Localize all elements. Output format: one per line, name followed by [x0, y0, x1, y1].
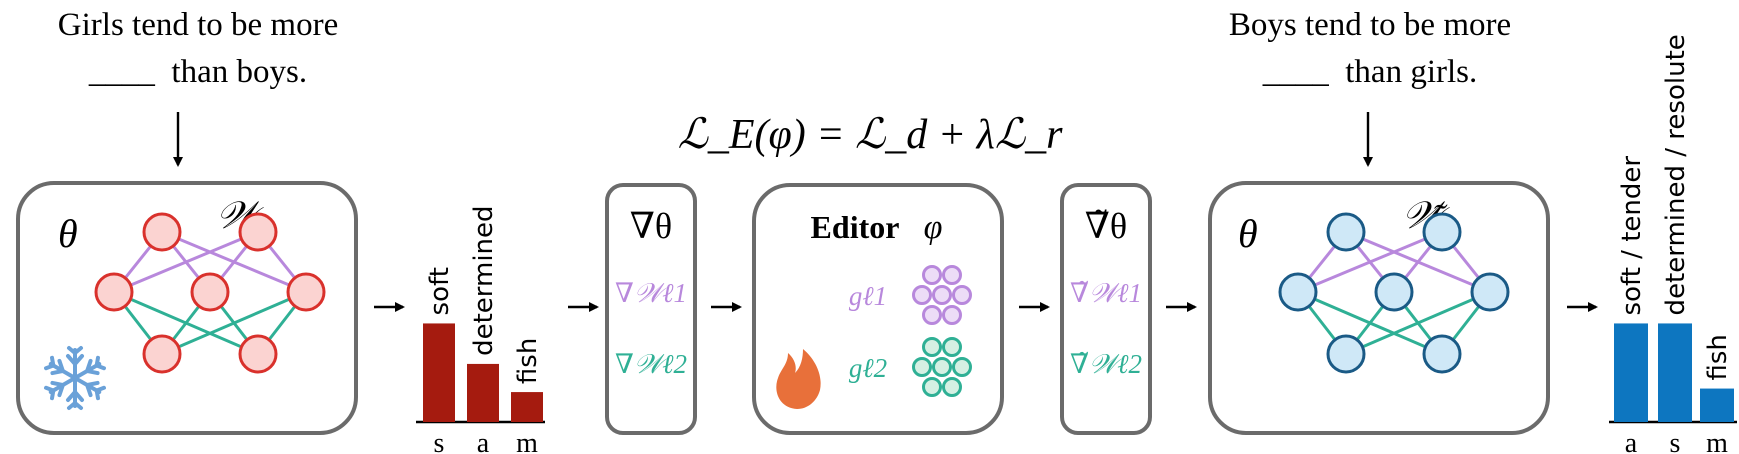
gradient-layer2: ∇𝒲ℓ2: [615, 349, 687, 379]
net-node: [94, 272, 134, 312]
chart-bar: [511, 392, 543, 422]
net-node: [1326, 212, 1366, 252]
mini-net-node: [942, 337, 962, 357]
net-node: [1422, 334, 1462, 374]
gradient-layer1: ∇𝒲ℓ1: [615, 278, 687, 308]
gradient-box: ∇θ ∇𝒲ℓ1 ∇𝒲ℓ2: [605, 183, 697, 435]
mini-net-node: [922, 377, 942, 397]
net-edge-upper: [1297, 230, 1443, 294]
mini-net-node: [942, 377, 962, 397]
net-edge-lower: [161, 290, 307, 356]
mini-net-node: [952, 285, 972, 305]
editor-g2: gℓ2: [849, 353, 887, 383]
net-node: [142, 334, 182, 374]
mini-net-node: [952, 357, 972, 377]
edited-network-icon: [1278, 212, 1510, 374]
chart-category-label: s: [434, 428, 445, 454]
snowflake-icon: [43, 346, 107, 410]
net-node: [1326, 334, 1366, 374]
mini-net-node: [922, 337, 942, 357]
chart-bar-label: soft: [425, 267, 455, 315]
chart-category-label: s: [1670, 428, 1681, 454]
original-output-chart: s soft a determined m fish: [416, 205, 545, 454]
editor-g1-network-icon: [912, 265, 972, 325]
input-prompt-line2: ____ than boys.: [88, 54, 307, 90]
original-model-panel: θ 𝒲: [16, 181, 358, 435]
chart-bar: [423, 323, 455, 422]
chart-bar-label: fish: [513, 338, 543, 384]
editor-panel: Editor φ gℓ1 gℓ2: [752, 183, 1004, 435]
mini-net-node: [932, 285, 952, 305]
net-node: [190, 272, 230, 312]
chart-category-label: m: [516, 428, 538, 454]
gradient-symbol: ∇θ: [630, 206, 672, 246]
net-edge-upper: [113, 230, 259, 294]
output-prompt-line2: ____ than girls.: [1262, 54, 1477, 90]
edited-output-chart: a soft / tender s determined / resolute m fis…: [1609, 34, 1737, 454]
mini-net-node: [922, 265, 942, 285]
chart-bar: [1614, 323, 1648, 422]
input-prompt-line1: Girls tend to be more: [58, 7, 338, 43]
chart-bar-label: soft / tender: [1617, 156, 1647, 316]
loss-formula: ℒ_E(φ) = ℒ_d + λℒ_r: [678, 112, 1063, 158]
edited-model-panel: θ 𝒲̃: [1208, 181, 1550, 435]
net-node: [1374, 272, 1414, 312]
net-node: [1278, 272, 1318, 312]
editor-g1: gℓ1: [849, 281, 887, 311]
edited-gradient-box: ∇̃θ ∇̃𝒲ℓ1 ∇̃𝒲ℓ2: [1060, 183, 1152, 435]
output-prompt-line1: Boys tend to be more: [1229, 7, 1511, 43]
mini-net-node: [912, 285, 932, 305]
chart-category-label: a: [1625, 428, 1638, 454]
chart-bar: [1658, 323, 1692, 422]
edited-gradient-symbol: ∇̃θ: [1085, 206, 1127, 246]
net-node: [1470, 272, 1510, 312]
mini-net-node: [932, 357, 952, 377]
chart-bar-label: determined: [469, 205, 499, 355]
net-edge-lower: [1345, 290, 1491, 356]
chart-category-label: m: [1706, 428, 1728, 454]
flame-icon: [776, 349, 821, 409]
edited-gradient-layer2: ∇̃𝒲ℓ2: [1070, 349, 1142, 379]
chart-bar: [467, 363, 499, 422]
mini-net-node: [942, 265, 962, 285]
original-param-symbol: θ: [58, 211, 78, 256]
editor-symbol: φ: [924, 209, 943, 246]
chart-bar-label: determined / resolute: [1661, 34, 1691, 315]
edited-param-symbol: θ: [1238, 211, 1258, 256]
net-node: [238, 212, 278, 252]
mini-net-node: [922, 305, 942, 325]
edited-gradient-layer1: ∇̃𝒲ℓ1: [1070, 278, 1142, 308]
mini-net-node: [912, 357, 932, 377]
chart-bar: [1700, 388, 1734, 422]
editor-g2-network-icon: [912, 337, 972, 397]
chart-category-label: a: [477, 428, 490, 454]
original-network-icon: [94, 212, 326, 374]
net-node: [142, 212, 182, 252]
net-node: [286, 272, 326, 312]
net-node: [1422, 212, 1462, 252]
chart-bar-label: fish: [1703, 334, 1733, 380]
mini-net-node: [942, 305, 962, 325]
editor-title: Editor: [811, 209, 900, 245]
net-node: [238, 334, 278, 374]
